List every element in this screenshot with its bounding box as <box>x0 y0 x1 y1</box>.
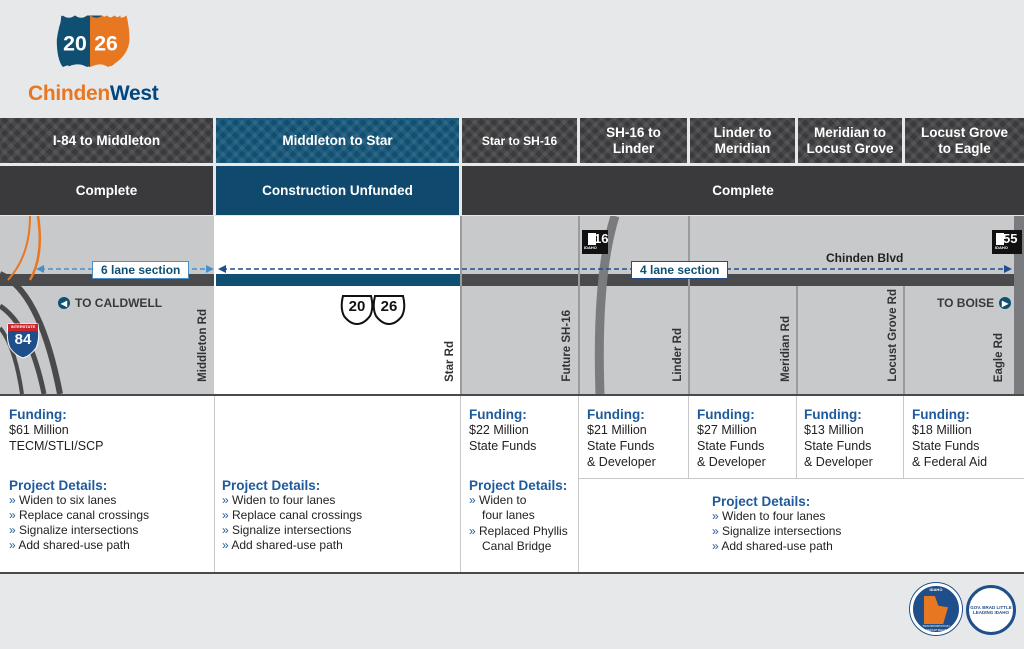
details-sh16-eagle: Project Details: Widen to four lanesSign… <box>712 494 841 554</box>
road-label-linder: Linder Rd <box>672 328 684 382</box>
gov-badge-line2: LEADING IDAHO <box>973 610 1009 615</box>
road-label-eagle: Eagle Rd <box>993 332 1005 382</box>
four-lane-label: 4 lane section <box>631 261 729 279</box>
details-middleton-star: Project Details: Widen to four lanesRepl… <box>222 478 362 553</box>
funding-sh16-linder: Funding: $21 Million State Funds & Devel… <box>587 407 656 469</box>
governor-badge: GOV. BRAD LITTLE LEADING IDAHO <box>966 585 1016 635</box>
logo-num-left: 20 <box>63 32 87 55</box>
left-arrow-icon: ◀ <box>58 297 70 309</box>
funding-star-sh16: Funding: $22 Million State Funds <box>469 407 537 453</box>
itd-badge-top-text: IDAHO <box>929 587 943 592</box>
details-i84-middleton: Project Details: Widen to six lanesRepla… <box>9 478 149 553</box>
segment-header-7: Locust Grove to Eagle <box>905 118 1024 163</box>
to-caldwell-label: ◀TO CALDWELL <box>58 296 162 310</box>
logo-text-west: West <box>109 82 159 105</box>
unfunded-map-area <box>216 216 460 394</box>
six-lane-label: 6 lane section <box>92 261 190 279</box>
segment-header-6: Meridian to Locust Grove <box>798 118 902 163</box>
funding-i84-middleton: Funding: $61 Million TECM/STLI/SCP <box>9 407 104 453</box>
interstate-84-number: 84 <box>14 331 32 348</box>
funding-locust-eagle: Funding: $18 Million State Funds & Feder… <box>912 407 988 469</box>
segment-header-1: I-84 to Middleton <box>0 118 213 163</box>
details-star-sh16: Project Details: Widen to four lanesRepl… <box>469 478 575 554</box>
map-graphics <box>0 216 1024 394</box>
sh55-idaho: IDAHO <box>995 245 1008 250</box>
segment-header-2: Middleton to Star <box>216 118 459 163</box>
road-label-meridian: Meridian Rd <box>780 316 792 382</box>
segment-header-4: SH-16 to Linder <box>580 118 687 163</box>
sh55-number: 55 <box>1003 231 1018 246</box>
funding-meridian-locust: Funding: $13 Million State Funds & Devel… <box>804 407 873 469</box>
status-complete-west: Complete <box>0 166 213 215</box>
right-arrow-icon: ▶ <box>999 297 1012 309</box>
segment-header-3: Star to SH-16 <box>462 118 577 163</box>
interstate-84-shield <box>6 323 40 359</box>
us-20-number: 20 <box>348 298 366 315</box>
2026-shield-logo: 20 26 <box>56 15 130 68</box>
sh16-number: 16 <box>594 231 609 246</box>
itd-badge-bottom-text: TRANSPORTATION DEPARTMENT <box>922 624 950 632</box>
logo-num-right: 26 <box>94 32 118 55</box>
idaho-shape-icon <box>924 596 948 624</box>
gov-badge-line1: GOV. BRAD LITTLE <box>970 605 1012 610</box>
us-26-number: 26 <box>380 298 398 315</box>
funding-linder-meridian: Funding: $27 Million State Funds & Devel… <box>697 407 766 469</box>
logo-text-chinden: Chinden <box>28 82 110 105</box>
chinden-blvd-label: Chinden Blvd <box>826 251 904 265</box>
road-label-star: Star Rd <box>444 341 456 382</box>
status-unfunded: Construction Unfunded <box>216 166 459 215</box>
sh16-idaho: IDAHO <box>584 245 597 250</box>
segment-header-5: Linder to Meridian <box>690 118 795 163</box>
corridor-map <box>0 216 1024 394</box>
logo-wordmark: ChindenWest <box>28 82 159 106</box>
road-label-middleton: Middleton Rd <box>197 309 209 382</box>
status-complete-east: Complete <box>462 166 1024 215</box>
itd-logo-badge: IDAHO TRANSPORTATION DEPARTMENT <box>910 583 962 635</box>
road-label-future-sh16: Future SH-16 <box>561 310 573 382</box>
us-20-26-shields <box>340 295 406 326</box>
interstate-top-label: INTERSTATE <box>10 324 36 329</box>
to-boise-label: TO BOISE▶ <box>937 296 1012 310</box>
road-label-locust-grove: Locust Grove Rd <box>887 289 899 382</box>
